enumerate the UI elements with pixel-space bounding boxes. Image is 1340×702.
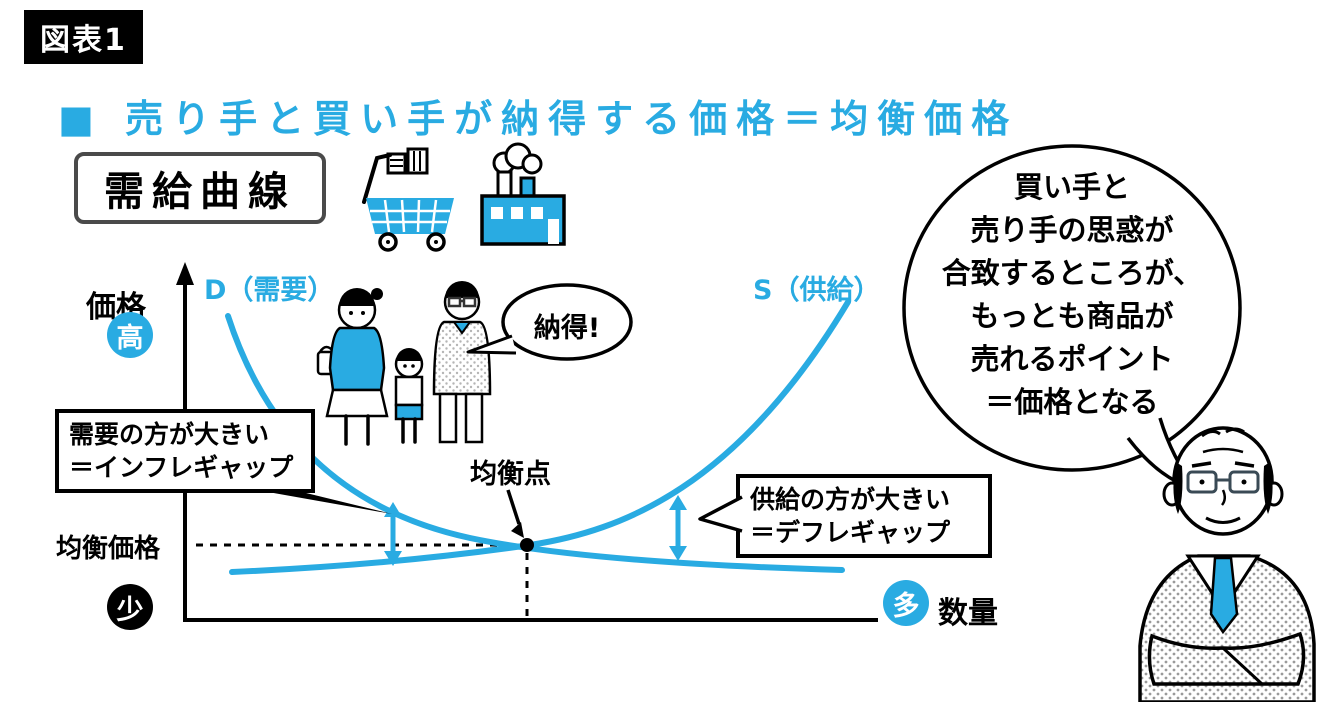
price-high-badge: 高	[107, 312, 153, 358]
deflation-gap-line1: 供給の方が大きい	[750, 485, 951, 514]
inflation-gap-line1: 需要の方が大きい	[69, 420, 270, 449]
shopping-cart-icon	[362, 147, 454, 252]
deflation-gap-line2: ＝デフレギャップ	[750, 518, 951, 547]
professor-speech-bubble	[902, 144, 1242, 492]
equilibrium-pointer-arrow	[506, 489, 524, 538]
family-illustration	[316, 281, 492, 446]
inflation-gap-line2: ＝インフレギャップ	[69, 453, 294, 482]
father-figure	[432, 281, 492, 444]
speech-line: 合致するところが、	[941, 255, 1203, 290]
equilibrium-dot	[520, 538, 534, 552]
agreement-bubble	[466, 283, 633, 361]
demand-curve-label: D（需要）	[204, 275, 335, 306]
speech-line: ＝価格となる	[985, 384, 1159, 419]
equilibrium-point-label: 均衡点	[470, 459, 551, 490]
deflation-gap-arrow	[669, 495, 687, 561]
quantity-low-badge: 少	[107, 584, 153, 630]
speech-line: 売れるポイント	[970, 341, 1174, 376]
page-title: ■ 売り手と買い手が納得する価格＝均衡価格	[58, 97, 1019, 141]
mother-figure	[316, 288, 389, 446]
professor-speech-text: 買い手と 売り手の思惑が 合致するところが、 もっとも商品が 売れるポイント ＝…	[912, 166, 1232, 423]
factory-icon	[480, 142, 566, 246]
speech-line: 買い手と	[1013, 170, 1130, 204]
curve-box-label: 需給曲線	[74, 152, 326, 224]
inflation-gap-callout: 需要の方が大きい ＝インフレギャップ	[55, 409, 315, 493]
speech-line: 売り手の思惑が	[970, 212, 1174, 247]
inflation-callout-leader	[268, 492, 392, 514]
child-figure	[394, 348, 424, 444]
quantity-many-badge: 多	[883, 580, 929, 626]
y-axis-arrowhead	[176, 262, 194, 285]
agreement-bubble-text: 納得!	[533, 313, 601, 344]
equilibrium-price-label: 均衡価格	[56, 534, 161, 564]
professor-illustration	[1138, 426, 1316, 702]
figure-number-label: 図表1	[24, 10, 143, 64]
x-axis-label: 数量	[938, 596, 998, 631]
deflation-gap-callout: 供給の方が大きい ＝デフレギャップ	[736, 474, 992, 558]
speech-line: もっとも商品が	[970, 298, 1174, 333]
supply-curve-label: S（供給）	[753, 275, 881, 306]
supply-curve	[229, 299, 851, 575]
